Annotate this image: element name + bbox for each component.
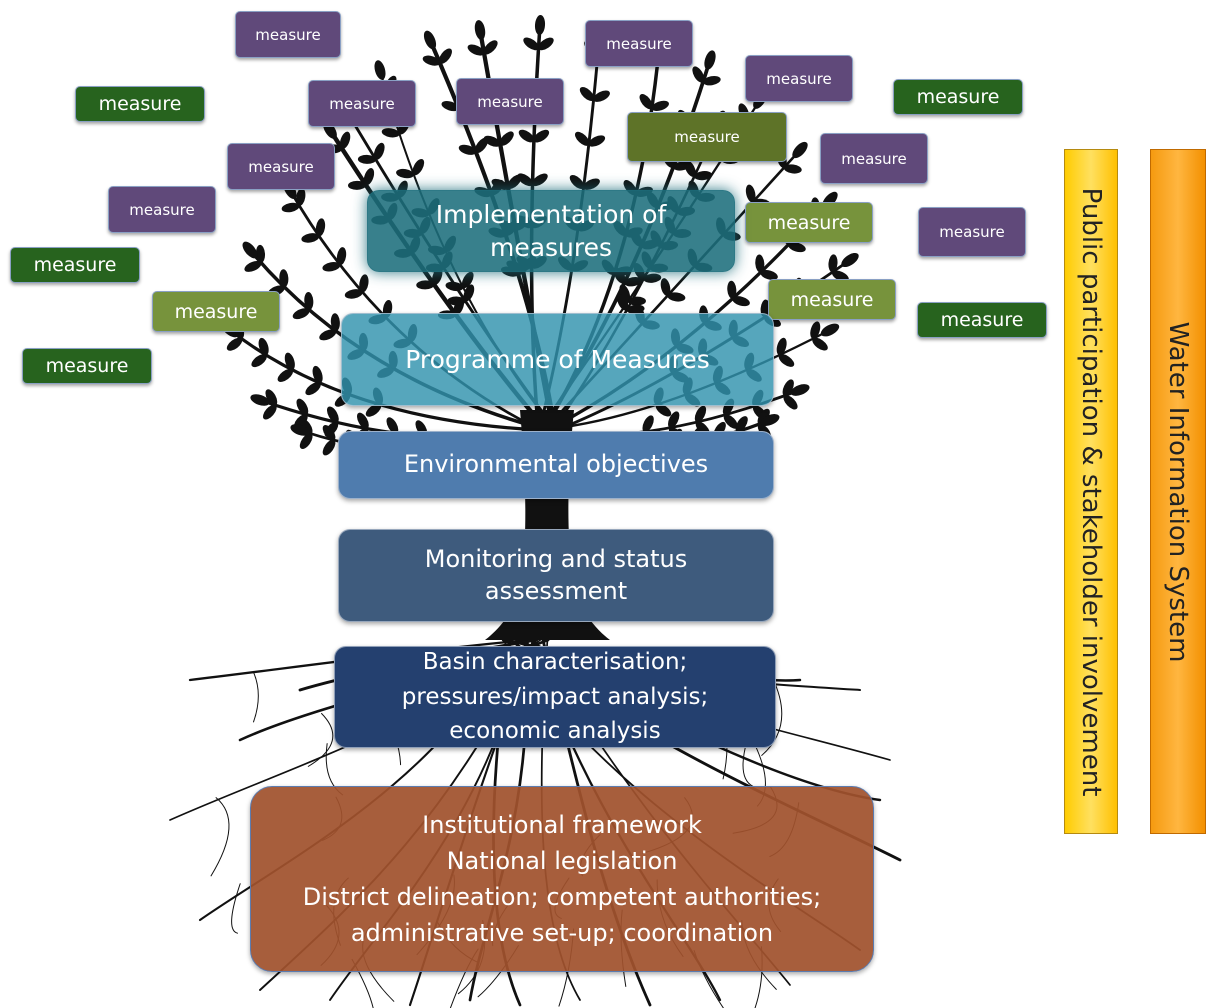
measure-tag: measure (235, 11, 341, 58)
level-monitoring-and-status: Monitoring and status assessment (338, 529, 774, 622)
measure-tag: measure (918, 207, 1026, 257)
level-implementation-label: Implementation of measures (435, 199, 667, 262)
water-information-system-bar: Water Information System (1150, 149, 1206, 834)
measure-tag: measure (585, 20, 693, 67)
measure-tag: measure (75, 86, 205, 122)
measure-tag: measure (227, 143, 335, 190)
measure-tag: measure (768, 279, 896, 320)
level-programme-of-measures: Programme of Measures (341, 313, 774, 406)
measure-tag: measure (456, 78, 564, 125)
measure-tag: measure (917, 302, 1047, 338)
tree-trunk (485, 410, 610, 640)
level-programme-label: Programme of Measures (405, 344, 710, 374)
measure-tag: measure (745, 55, 853, 102)
measure-tag: measure (10, 247, 140, 283)
public-participation-label: Public participation & stakeholder invol… (1076, 187, 1106, 796)
level-environmental-label: Environmental objectives (403, 450, 709, 479)
measure-tag: measure (820, 133, 928, 184)
level-monitoring-label: Monitoring and status assessment (424, 544, 688, 605)
measure-tag: measure (108, 186, 216, 233)
level-implementation-of-measures: Implementation of measures (367, 190, 735, 272)
public-participation-bar: Public participation & stakeholder invol… (1064, 149, 1118, 834)
measure-tag: measure (152, 291, 280, 332)
measure-tag: measure (308, 80, 416, 127)
measure-tag: measure (893, 79, 1023, 115)
level-basin-characterisation: Basin characterisation; pressures/impact… (334, 646, 776, 748)
water-information-system-label: Water Information System (1163, 321, 1193, 662)
measure-tag: measure (22, 348, 152, 384)
level-institutional-label: Institutional framework National legisla… (302, 811, 822, 947)
level-environmental-objectives: Environmental objectives (338, 431, 774, 499)
level-institutional-framework: Institutional framework National legisla… (250, 786, 874, 972)
measure-tag: measure (627, 112, 787, 162)
level-basin-label: Basin characterisation; pressures/impact… (401, 649, 709, 745)
measure-tag: measure (745, 202, 873, 243)
